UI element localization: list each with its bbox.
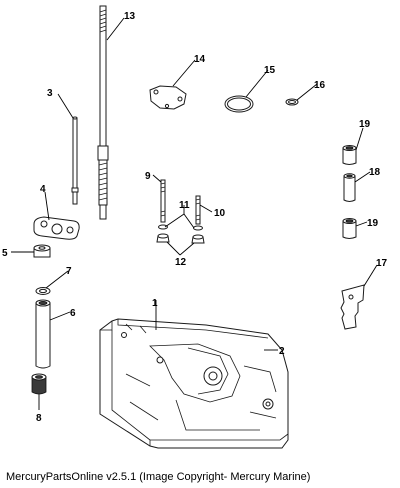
callout-10: 10 bbox=[214, 208, 226, 219]
callout-11: 11 bbox=[179, 200, 190, 211]
callout-7: 7 bbox=[66, 266, 72, 277]
callout-4: 4 bbox=[40, 184, 46, 195]
part-15-o-ring bbox=[224, 95, 254, 113]
callout-17: 17 bbox=[376, 258, 388, 269]
callout-3: 3 bbox=[47, 88, 53, 99]
callout-6: 6 bbox=[70, 308, 76, 319]
part-16-small-o-ring bbox=[285, 98, 299, 106]
part-4-bracket bbox=[33, 216, 80, 240]
part-1-housing bbox=[99, 318, 289, 449]
part-10-stud bbox=[195, 195, 201, 225]
callout-16: 16 bbox=[314, 80, 326, 91]
part-19-bushing-top bbox=[342, 145, 357, 165]
part-7-washer bbox=[35, 287, 51, 295]
callout-14: 14 bbox=[194, 54, 206, 65]
part-3-rod bbox=[71, 116, 79, 205]
part-12-nuts bbox=[156, 233, 205, 244]
callout-12: 12 bbox=[175, 257, 187, 268]
callout-18: 18 bbox=[369, 167, 381, 178]
callout-13: 13 bbox=[124, 11, 136, 22]
part-14-gasket bbox=[149, 85, 187, 110]
callout-labels: 1 2 3 4 5 6 7 8 9 10 11 12 13 14 15 16 1… bbox=[2, 11, 388, 424]
callout-8: 8 bbox=[36, 413, 42, 424]
part-19-bushing-bottom bbox=[342, 218, 357, 239]
part-18-tube bbox=[343, 173, 356, 202]
leader-lines bbox=[11, 17, 378, 410]
part-5-bushing bbox=[33, 244, 51, 258]
image-copyright-caption: MercuryPartsOnline v2.5.1 (Image Copyrig… bbox=[6, 471, 311, 483]
part-8-sleeve bbox=[31, 373, 47, 395]
part-6-tube bbox=[35, 299, 51, 369]
callout-2: 2 bbox=[279, 346, 285, 357]
callout-19-bottom: 19 bbox=[367, 218, 379, 229]
part-17-plate bbox=[340, 284, 365, 330]
callout-19-top: 19 bbox=[359, 119, 371, 130]
callout-1: 1 bbox=[152, 298, 158, 309]
callout-9: 9 bbox=[145, 171, 151, 182]
callout-5: 5 bbox=[2, 248, 8, 259]
callout-15: 15 bbox=[264, 65, 276, 76]
part-9-stud bbox=[160, 179, 166, 223]
part-11-washers bbox=[158, 224, 203, 231]
part-13-driveshaft bbox=[97, 5, 109, 220]
